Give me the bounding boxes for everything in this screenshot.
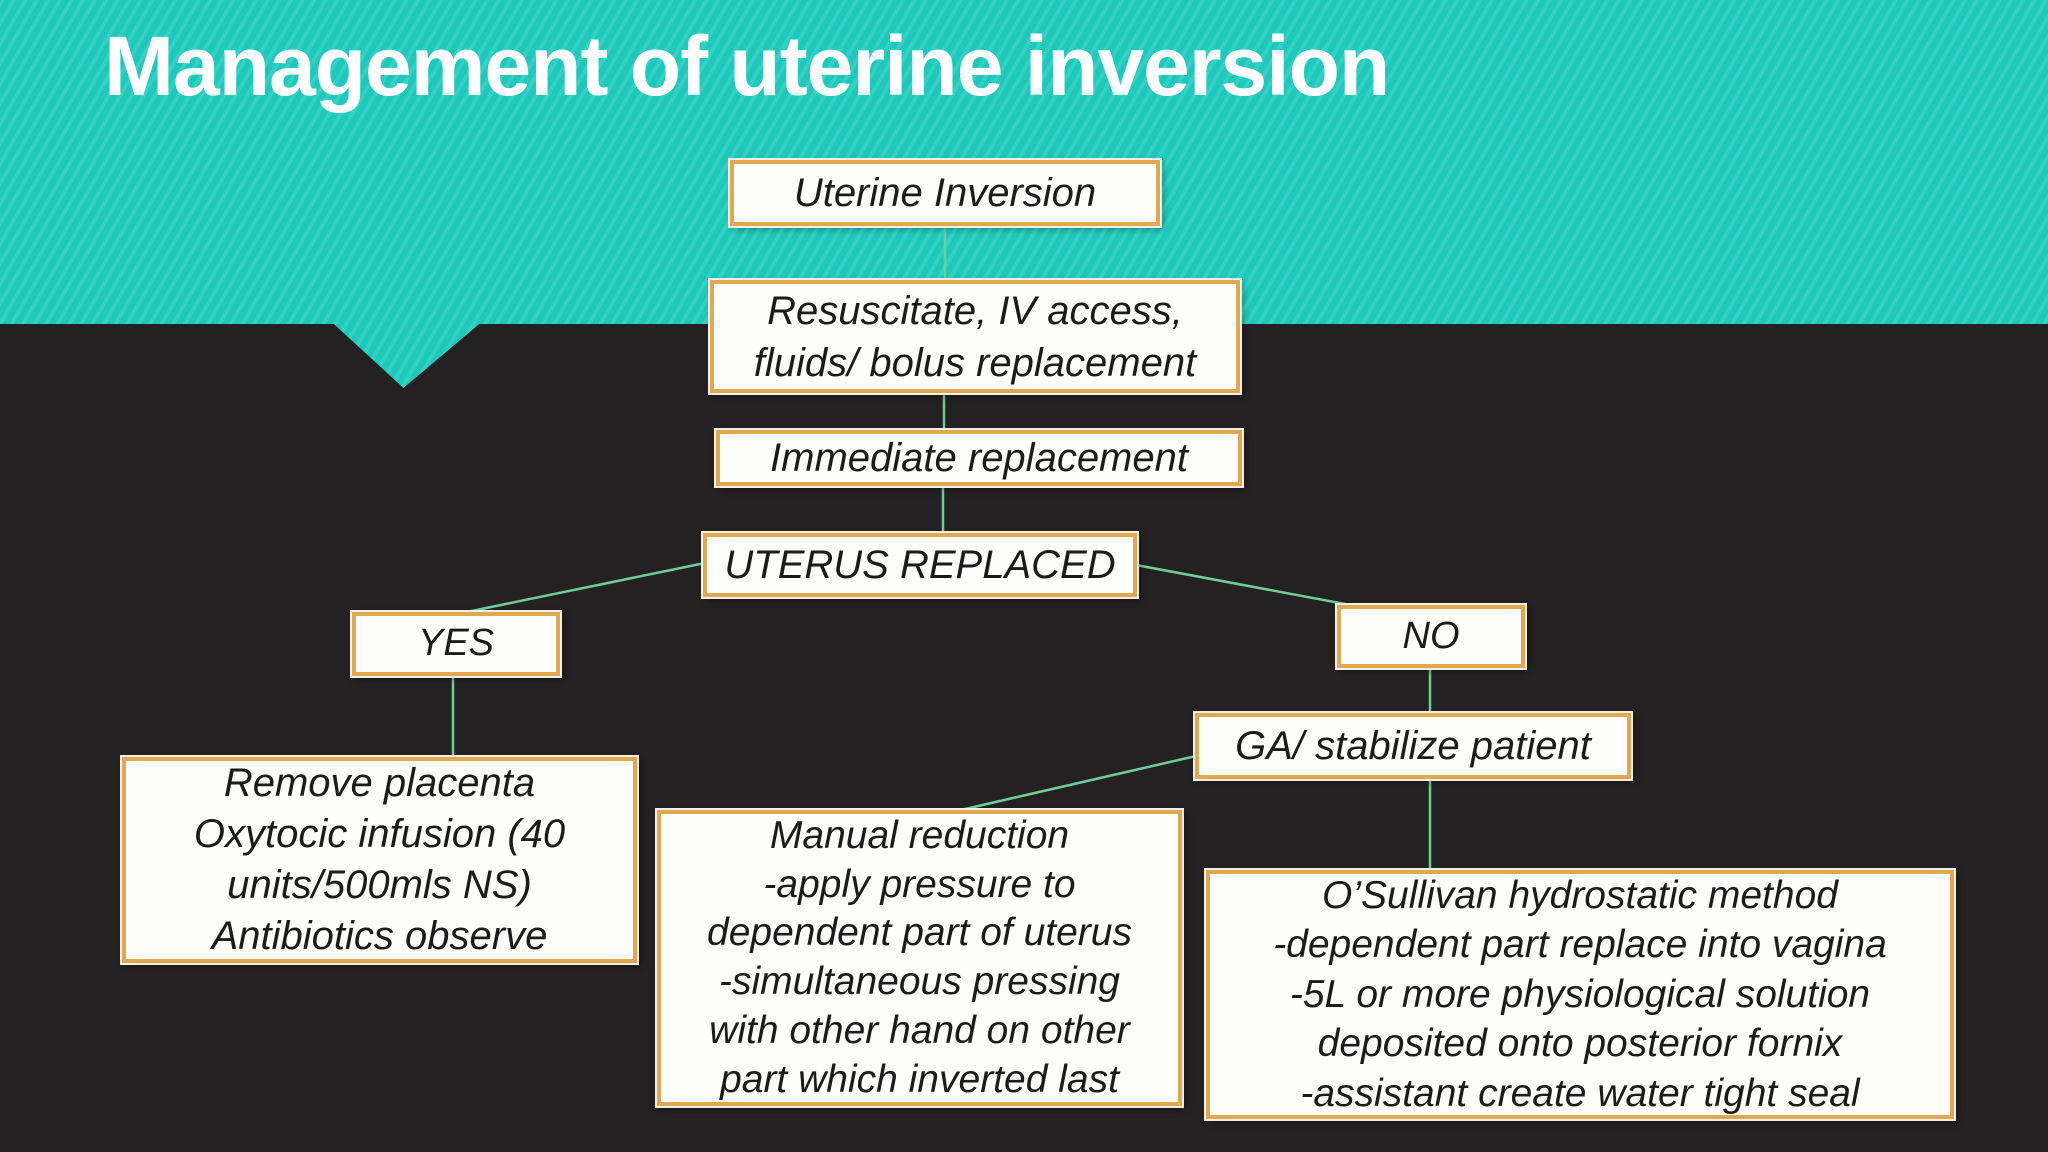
node-uterine-inversion: Uterine Inversion xyxy=(730,160,1160,226)
connector-replaced-to-yes xyxy=(461,561,706,615)
node-osullivan-hydrostatic: O’Sullivan hydrostatic method -dependent… xyxy=(1206,870,1954,1119)
node-uterus-replaced: UTERUS REPLACED xyxy=(703,533,1137,597)
node-yes: YES xyxy=(352,612,560,676)
node-immediate-replacement: Immediate replacement xyxy=(716,430,1242,486)
node-manual-reduction: Manual reduction -apply pressure to depe… xyxy=(657,810,1182,1106)
node-no: NO xyxy=(1337,605,1525,668)
slide-title: Management of uterine inversion xyxy=(104,19,1390,113)
connector-ga-to-manual-reduction xyxy=(951,754,1197,814)
node-resuscitate: Resuscitate, IV access, fluids/ bolus re… xyxy=(710,280,1240,393)
node-ga-stabilize-patient: GA/ stabilize patient xyxy=(1195,713,1631,779)
connector-replaced-to-no xyxy=(1135,563,1362,609)
node-remove-placenta: Remove placenta Oxytocic infusion (40 un… xyxy=(122,757,637,963)
